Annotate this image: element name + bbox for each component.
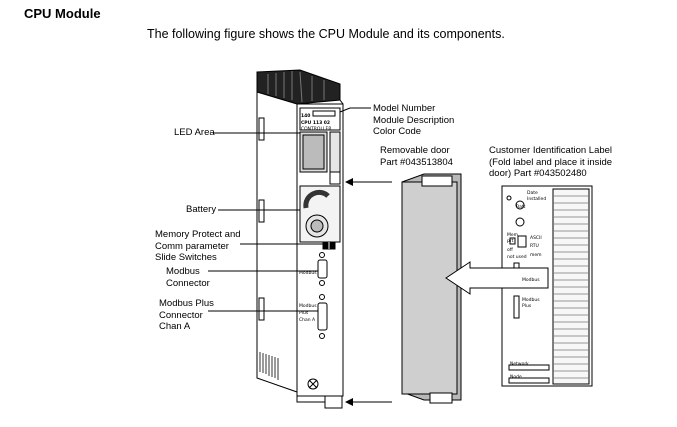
- label-not-used: not used: [507, 255, 527, 260]
- label-date-installed: Date Installed: [527, 191, 547, 202]
- led-area-callout: LED Area: [174, 127, 215, 138]
- module-slot-number: 140: [301, 114, 311, 119]
- removable-door: [401, 173, 462, 404]
- label-off: off: [507, 248, 513, 253]
- model-leader-tip: [339, 107, 351, 113]
- label-insert-arrow: [445, 261, 549, 295]
- leader-lines: [208, 107, 392, 406]
- customer-label: [501, 185, 593, 387]
- label-mem-prt: Mem prt: [507, 233, 519, 244]
- modbus-connector-callout: Modbus Connector: [166, 266, 210, 289]
- memory-protect-callout: Memory Protect and Comm parameter Slide …: [155, 229, 241, 263]
- vent-grille: [259, 352, 279, 380]
- module-model-text: CPU 113 02: [301, 121, 331, 126]
- label-mem: mem: [530, 253, 542, 258]
- module-desc-text: CONTROLLER: [301, 127, 332, 132]
- model-info-callout: Model Number Module Description Color Co…: [373, 103, 455, 137]
- cpu-module: [256, 69, 344, 409]
- intro-text: The following figure shows the CPU Modul…: [147, 27, 505, 41]
- label-node: Node: [510, 375, 522, 380]
- section-heading: CPU Module: [24, 6, 101, 21]
- module-modbus-plus-text: Modbus Plus Chan A: [299, 304, 317, 323]
- label-batt: Batt: [516, 205, 526, 210]
- label-network: Network: [510, 362, 529, 367]
- modbus-plus-connector-callout: Modbus Plus Connector Chan A: [159, 298, 214, 332]
- label-ascii: ASCII: [530, 236, 542, 241]
- removable-door-callout: Removable door Part #043513804: [380, 145, 453, 168]
- module-modbus-text: Modbus: [299, 271, 317, 276]
- label-rtu: RTU: [530, 244, 539, 249]
- customer-label-callout: Customer Identification Label (Fold labe…: [489, 145, 613, 179]
- battery-callout: Battery: [186, 204, 217, 215]
- label-modbus-plus: Modbus Plus: [522, 298, 540, 309]
- label-modbus: Modbus: [522, 278, 540, 283]
